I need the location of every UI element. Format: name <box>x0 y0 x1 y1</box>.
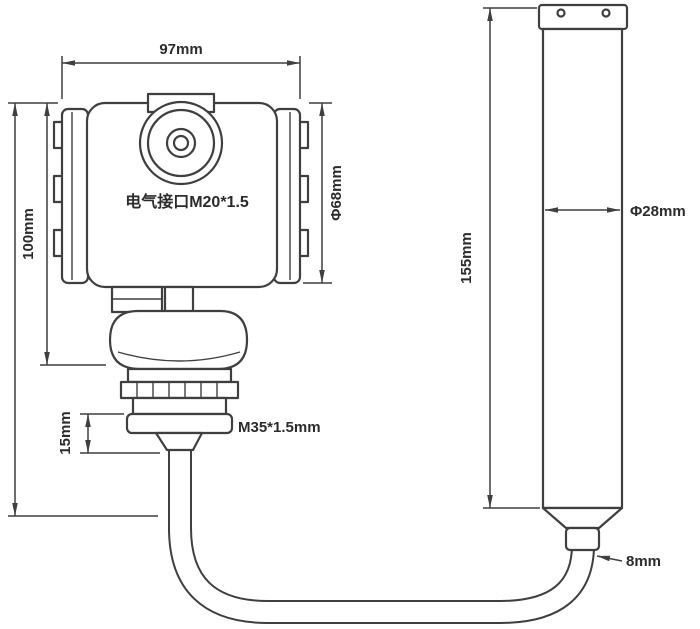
flange-plate-bolted <box>119 380 240 400</box>
process-body-curve <box>117 351 241 362</box>
flange-plate-upper <box>126 367 233 384</box>
cable-outline <box>168 448 595 624</box>
probe-top-cap <box>537 3 629 31</box>
dim-housing-diameter: Φ68mm <box>303 102 345 284</box>
dim-thread-length: 15mm <box>57 411 160 455</box>
dim-label-155mm: 155mm <box>458 232 475 284</box>
probe-body <box>537 3 629 552</box>
transmitter-body: 电气接口M20*1.5 <box>52 92 310 452</box>
dim-label-97mm: 97mm <box>159 41 202 58</box>
dim-label-8mm: 8mm <box>626 553 661 570</box>
display-ring-inner <box>165 127 197 159</box>
dim-cable-diameter: 8mm <box>596 553 661 570</box>
thread-spec-label: M35*1.5mm <box>238 419 321 436</box>
dim-probe-diameter: Φ28mm <box>545 203 686 220</box>
display-ring-outer <box>138 100 224 186</box>
electrical-port-label: 电气接口M20*1.5 <box>125 192 249 211</box>
probe-cable-connector <box>564 526 601 552</box>
cable-gland-taper <box>154 431 204 452</box>
neck-stem <box>163 285 195 314</box>
dim-transmitter-height: 100mm <box>8 102 158 517</box>
dim-label-phi28mm: Φ28mm <box>630 203 686 220</box>
cable-fill <box>170 448 593 622</box>
probe-bottom-taper <box>541 506 624 530</box>
dim-label-15mm: 15mm <box>57 411 74 454</box>
thread-plate <box>125 412 234 435</box>
probe-vent-hole <box>556 8 566 18</box>
dim-probe-length: 155mm <box>458 7 540 509</box>
probe-cylinder <box>541 27 624 510</box>
connection-cable <box>168 448 595 624</box>
dim-label-100mm: 100mm <box>20 208 37 260</box>
display-ring-mid <box>146 108 216 178</box>
left-end-cap <box>60 107 90 285</box>
dimension-annotations: 97mm 100mm 15mm M35*1.5mm <box>8 7 686 570</box>
display-center-dot <box>172 134 190 152</box>
dim-transmitter-width: 97mm <box>61 41 301 99</box>
dim-label-phi68mm: Φ68mm <box>328 165 345 221</box>
probe-vent-hole <box>601 8 611 18</box>
leader-line <box>596 555 623 562</box>
hex-nut-section <box>131 396 228 416</box>
